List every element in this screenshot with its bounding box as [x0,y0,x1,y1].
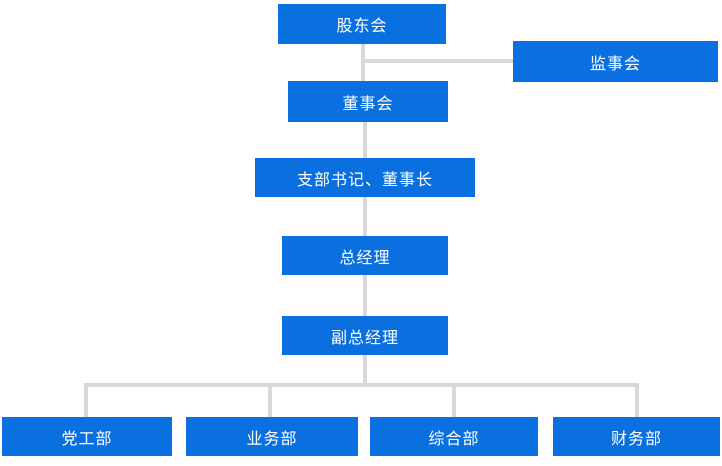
connector-bus-to-business-dept [268,387,272,417]
node-deputy-general-manager: 副总经理 [276,316,450,363]
node-dept-party-work: 党工部 [0,417,174,464]
connector-department-bus [84,383,639,387]
node-label: 总经理 [339,249,391,267]
connector-board-to-secretary [363,122,367,158]
connector-bus-to-party-dept [84,387,88,417]
node-label: 监事会 [589,55,641,73]
connector-branch-to-supervisory [361,59,513,63]
node-label: 支部书记、董事长 [296,171,433,189]
connector-bus-to-finance-dept [635,387,639,417]
node-label: 业务部 [246,430,298,448]
node-label: 股东会 [336,18,388,35]
node-label: 董事会 [342,95,394,113]
node-general-manager: 总经理 [276,236,450,283]
node-shareholders-meeting: 股东会 [272,4,448,52]
node-dept-general-affairs: 综合部 [364,417,540,464]
node-label: 综合部 [428,430,480,448]
connector-secretary-to-gm [363,197,367,236]
connector-bus-to-general-dept [452,387,456,417]
node-label: 财务部 [610,430,662,448]
node-supervisory-board: 监事会 [507,41,720,90]
node-dept-finance: 财务部 [547,417,722,464]
node-label: 副总经理 [330,329,399,347]
node-board-of-directors: 董事会 [282,81,450,130]
connector-dgm-to-bus [363,355,367,384]
node-dept-business: 业务部 [180,417,360,464]
node-label: 党工部 [61,430,113,448]
connector-gm-to-dgm [363,275,367,316]
node-branch-secretary-chairman: 支部书记、董事长 [249,158,477,205]
